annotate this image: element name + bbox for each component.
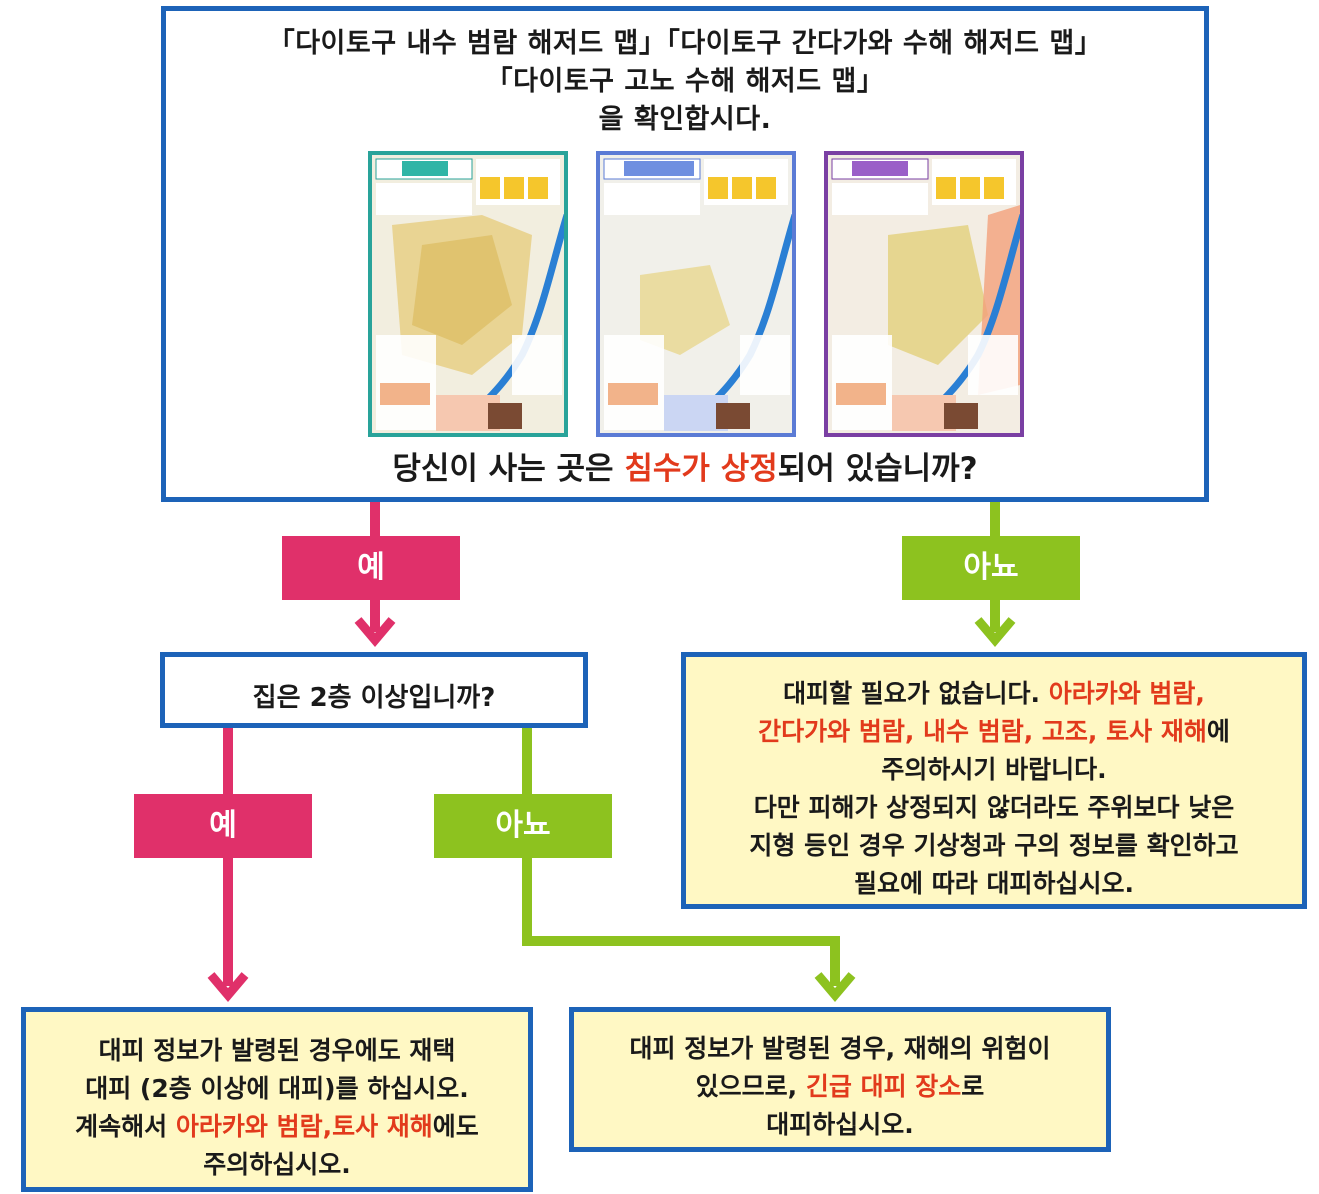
flood-question: 당신이 사는 곳은 침수가 상정되어 있습니까? [166, 443, 1204, 488]
stay-home-result: 대피 정보가 발령된 경우에도 재택 대피 (2층 이상에 대피)를 하십시오.… [21, 1007, 533, 1192]
floor-question-box: 집은 2층 이상입니까? [160, 652, 588, 728]
result-line: 계속해서 아라카와 범람,토사 재해에도 [75, 1112, 479, 1141]
instruction-line-2: 「다이토구 고노 수해 해저드 맵」 [485, 66, 885, 97]
result-line: 다만 피해가 상정되지 않더라도 주위보다 낮은 [753, 793, 1235, 822]
connector-no-2c [830, 936, 840, 986]
instruction-line-3: 을 확인합시다. [598, 104, 772, 135]
arrowhead-no-2 [814, 972, 856, 1002]
no-evacuation-result: 대피할 필요가 없습니다. 아라카와 범람, 간다가와 범람, 내수 범람, 고… [681, 652, 1307, 909]
question-highlight: 침수가 상정 [624, 451, 778, 487]
question-text: 당신이 사는 곳은 [392, 451, 625, 487]
result-line: 주의하시기 바랍니다. [881, 755, 1107, 784]
kanda-river-map-thumbnail [596, 151, 796, 437]
instruction-line-1: 「다이토구 내수 범람 해저드 맵」「다이토구 간다가와 수해 해저드 맵」 [267, 28, 1103, 59]
map-image [600, 155, 792, 433]
result-line: 대피하십시오. [766, 1110, 914, 1139]
map-image [372, 155, 564, 433]
arrowhead-yes-2 [207, 972, 249, 1002]
result-line: 지형 등인 경우 기상청과 구의 정보를 확인하고 [749, 831, 1239, 860]
result-line: 필요에 따라 대피하십시오. [854, 869, 1134, 898]
hazard-map-check-box: 「다이토구 내수 범람 해저드 맵」「다이토구 간다가와 수해 해저드 맵」 「… [161, 6, 1209, 502]
no-label-1: 아뇨 [902, 536, 1080, 600]
yes-label-1: 예 [282, 536, 460, 600]
arrowhead-no-1 [974, 617, 1016, 647]
hazard-map-instruction: 「다이토구 내수 범람 해저드 맵」「다이토구 간다가와 수해 해저드 맵」 「… [166, 25, 1204, 139]
result-line: 대피 정보가 발령된 경우, 재해의 위험이 [629, 1034, 1051, 1063]
result-line: 대피할 필요가 없습니다. 아라카와 범람, [783, 679, 1205, 708]
connector-no-2b [522, 936, 840, 946]
result-line: 대피 (2층 이상에 대피)를 하십시오. [85, 1074, 469, 1103]
map-image [828, 155, 1020, 433]
inland-flood-map-thumbnail [368, 151, 568, 437]
evacuate-result: 대피 정보가 발령된 경우, 재해의 위험이 있으므로, 긴급 대피 장소로 대… [569, 1007, 1111, 1152]
floor-question: 집은 2층 이상입니까? [252, 683, 496, 713]
takashio-flood-map-thumbnail [824, 151, 1024, 437]
result-line: 있으므로, 긴급 대피 장소로 [695, 1072, 985, 1101]
no-label-2: 아뇨 [434, 794, 612, 858]
result-line: 간다가와 범람, 내수 범람, 고조, 토사 재해에 [758, 717, 1230, 746]
result-line: 주의하십시오. [203, 1150, 351, 1179]
yes-label-2: 예 [134, 794, 312, 858]
arrowhead-yes-1 [354, 617, 396, 647]
result-line: 대피 정보가 발령된 경우에도 재택 [98, 1036, 456, 1065]
question-text-end: 되어 있습니까? [777, 451, 978, 487]
